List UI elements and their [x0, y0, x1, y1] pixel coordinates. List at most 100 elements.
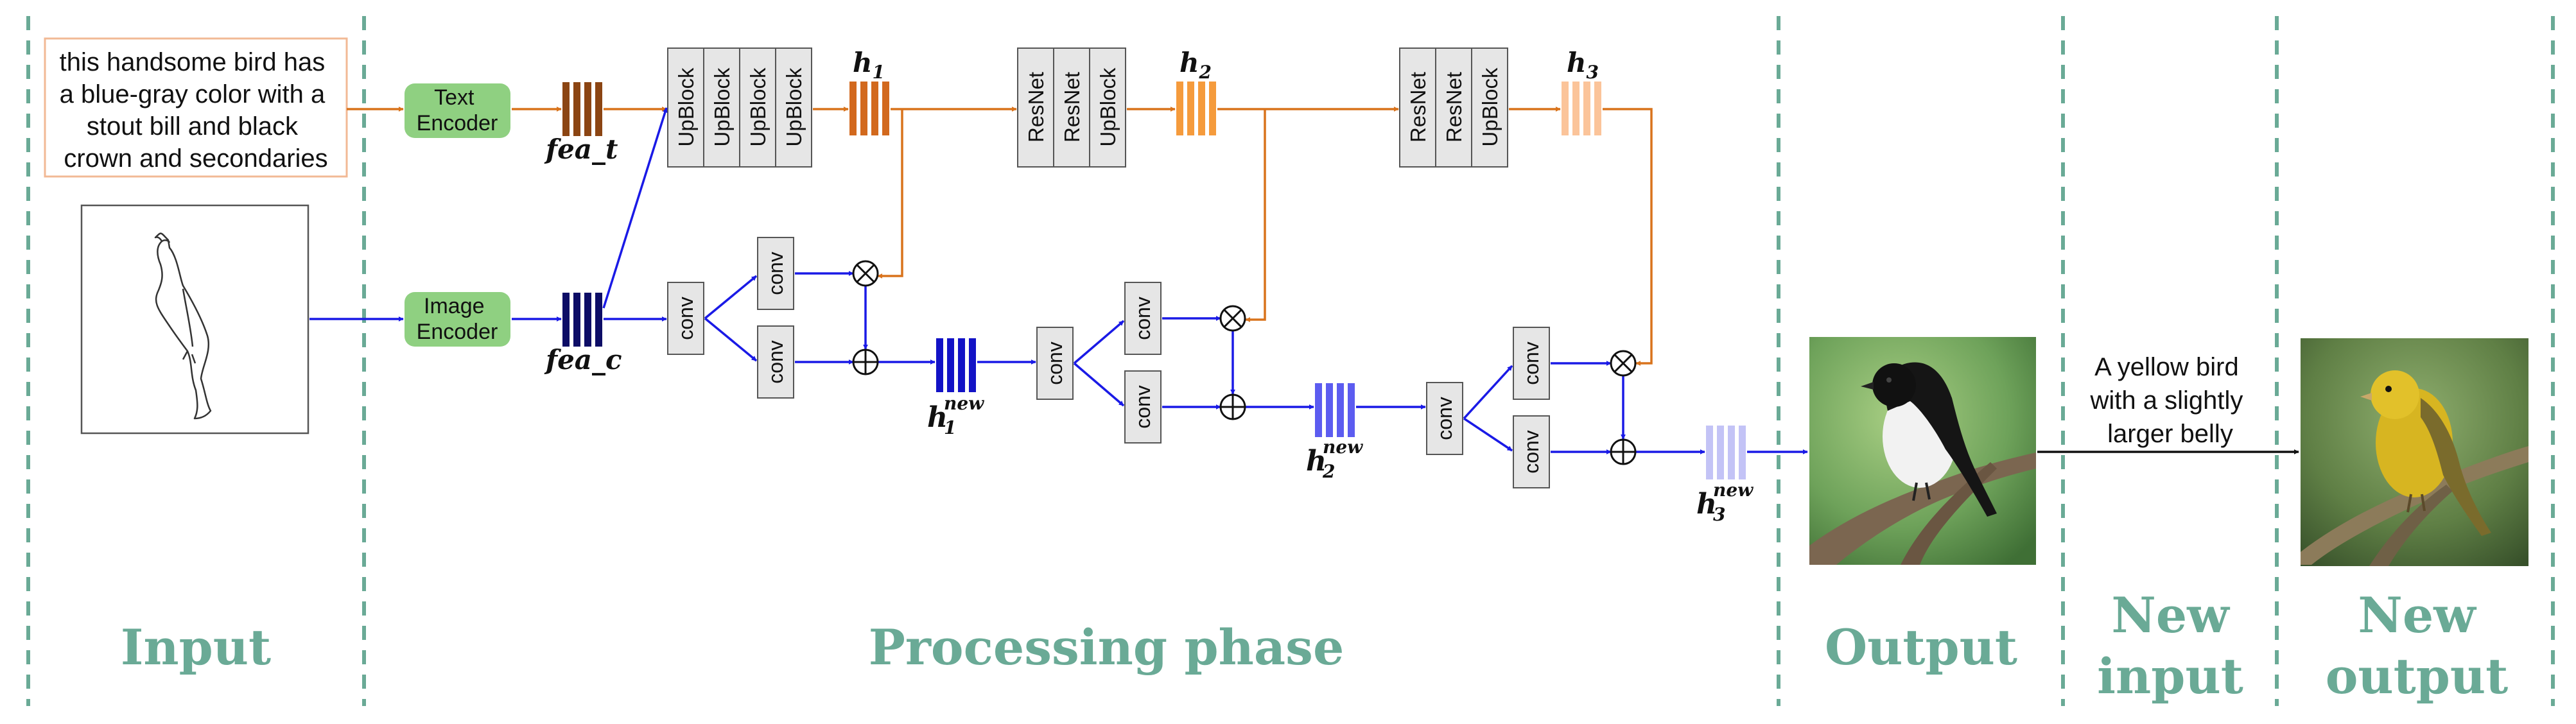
h1-new-label-h: h [927, 401, 948, 434]
conv-1c [757, 325, 794, 399]
text-encoder-label-2: Encoder [417, 111, 498, 135]
conv-blocks [667, 237, 1550, 488]
resnet-3b [1435, 47, 1472, 168]
upblock-1-label: UpBlock [674, 67, 698, 146]
upblock-2c [1089, 47, 1126, 168]
fea-c-sub: c [605, 344, 622, 375]
conv-2c-label: conv [1131, 385, 1154, 429]
fea-c-label: fea_c [544, 344, 622, 375]
conv-3b-label: conv [1520, 341, 1543, 385]
output-bird-image [1809, 337, 2036, 565]
new-prompt-line-1: A yellow bird [2094, 353, 2239, 381]
h2-new-label-h: h [1306, 445, 1327, 478]
h2-new-label-sup: new [1323, 436, 1363, 458]
section-title-new-output-line2: output [2326, 648, 2509, 705]
image-encoder [405, 292, 510, 347]
prompt-line-3: stout bill and black [87, 112, 299, 141]
operators [852, 260, 1637, 465]
upblock-3 [739, 47, 776, 168]
svg-text:A yellow bird with a sligh: A yellow bird with a slightly larger bel… [2090, 353, 2250, 448]
stage2-blocks: ResNet ResNet UpBlock [1017, 47, 1126, 168]
resnet-2b-label: ResNet [1060, 72, 1084, 142]
h1-label-sub: 1 [873, 62, 885, 83]
upblock-2 [703, 47, 740, 168]
conv-3a [1426, 382, 1463, 455]
fea-c-stack [562, 293, 602, 347]
section-title-processing: Processing phase [869, 619, 1345, 676]
conv-2a [1036, 327, 1074, 400]
image-encoder-label-1: Image [424, 294, 485, 318]
resnet-3a-label: ResNet [1406, 72, 1430, 142]
resnet-2b [1053, 47, 1090, 168]
section-title-new-output-line1: New [2358, 587, 2476, 644]
h3-new-label-sup: new [1713, 479, 1754, 501]
new-output-bird-image [2301, 338, 2528, 566]
text-path-arrows [347, 107, 1653, 366]
multiply-2 [1219, 305, 1246, 332]
conv-3c-label: conv [1520, 430, 1543, 474]
conv-2b [1124, 282, 1162, 355]
prompt-line-1: this handsome bird has [60, 48, 326, 76]
prompt-line-2: a blue-gray color with a [60, 80, 326, 108]
conv-2b-label: conv [1131, 297, 1154, 340]
section-title-new-input-line1: New [2111, 587, 2230, 644]
h3-stack [1562, 82, 1601, 135]
fea-t-label: fea_t [544, 134, 618, 165]
h3-new-stack [1706, 426, 1746, 479]
h1-new-label-sup: new [944, 393, 984, 414]
h2-new-stack [1315, 383, 1355, 437]
fea-t-base: fea [544, 134, 592, 165]
add-2 [1219, 393, 1246, 420]
stage3-blocks: ResNet ResNet UpBlock [1399, 47, 1508, 168]
svg-text:this handsome bird has a b: this handsome bird has a blue-gray color… [60, 48, 333, 173]
svg-text:Image Encoder: Image Encoder [417, 294, 498, 344]
multiply-3 [1610, 350, 1637, 377]
new-prompt-line-3: larger belly [2107, 420, 2233, 448]
svg-text:Text Encoder: Text Encoder [417, 85, 498, 135]
upblock-1 [667, 47, 704, 168]
fea-t-stack [562, 82, 602, 136]
prompt-box [44, 37, 348, 178]
conv-3a-label: conv [1433, 397, 1456, 440]
section-dividers [26, 16, 2555, 706]
upblock-4-label: UpBlock [782, 67, 806, 146]
upblock-4 [775, 47, 812, 168]
h3-label: h3 [1567, 47, 1599, 83]
add-1 [852, 349, 879, 375]
h1-new-stack [936, 338, 976, 392]
h3-new-label: h [1696, 488, 1717, 521]
conv-1a [667, 282, 704, 355]
h2-label: h2 [1179, 47, 1212, 83]
upblock-2-label: UpBlock [710, 67, 734, 146]
resnet-2a-label: ResNet [1024, 72, 1048, 142]
h2-new-label-sub: 2 [1322, 461, 1335, 482]
new-prompt-line-2: with a slightly [2090, 386, 2243, 415]
upblock-3c [1471, 47, 1508, 168]
text-encoder-label-1: Text [434, 85, 474, 110]
conv-2c [1124, 370, 1162, 444]
h2-label-sub: 2 [1199, 62, 1212, 83]
image-encoder-label-2: Encoder [417, 320, 498, 344]
h3-new-label-h: h [1696, 488, 1717, 521]
add-3 [1610, 438, 1637, 465]
h1-label-h: h [853, 47, 873, 78]
section-title-new-input-line2: input [2097, 648, 2243, 705]
upblock-2c-label: UpBlock [1096, 67, 1120, 146]
section-title-input: Input [121, 619, 271, 676]
sketch-image-frame [80, 204, 309, 435]
h3-label-h: h [1567, 47, 1587, 78]
h3-label-sub: 3 [1587, 62, 1599, 83]
h1-label: h1 [853, 47, 885, 83]
multiply-1 [852, 260, 879, 287]
h1-new-label-sub: 1 [944, 417, 956, 438]
h2-label-h: h [1179, 47, 1199, 78]
h3-new-label-sub: 3 [1713, 504, 1725, 525]
fea-c-base: fea [544, 344, 592, 375]
h1-stack [849, 82, 889, 135]
prompt-line-4: crown and secondaries [64, 144, 327, 173]
text-encoder [405, 83, 510, 138]
resnet-2a [1017, 47, 1054, 168]
